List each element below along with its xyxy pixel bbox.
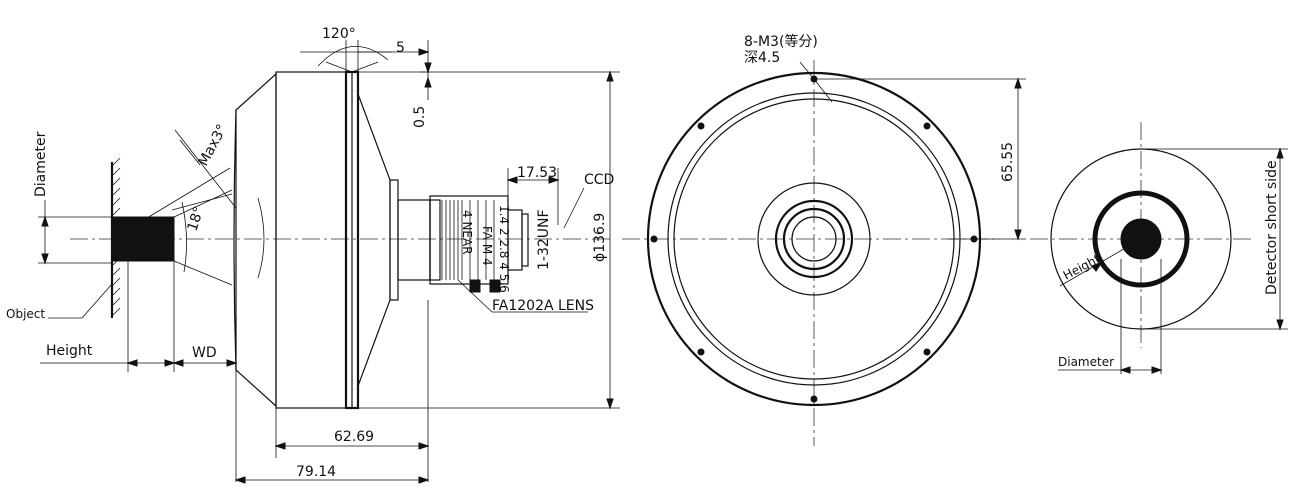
thread-label: 1-32UNF [536,209,552,270]
dome-housing [233,70,431,410]
port-aperture [791,216,837,262]
angle-18-label: 18° [185,205,208,234]
dim-17-53: 17.53 [517,165,557,181]
dim-5: 5 [396,40,405,56]
max3-label: Max3° [195,122,230,169]
side-view: Diameter Object Max3° 18° Height WD [6,26,620,484]
wd-label: WD [192,345,217,361]
lens-ring-text-1: 4 NEAR [460,210,474,255]
mounting-holes [650,75,978,403]
detector-short-side: Detector short side [1264,160,1280,295]
diameter-label-right: Diameter [1058,355,1114,369]
dim-79-14: 79.14 [296,464,336,480]
front-view: 8-M3(等分) 深4.5 65.55 [622,33,1026,446]
diameter-label-left: Diameter [33,131,49,197]
height-label-right: Height [1061,252,1103,283]
dim-62-69: 62.69 [334,429,374,445]
ccd-label: CCD [584,172,614,188]
holes-spec: 8-M3(等分) [744,33,818,50]
lens-ring-text-2: FA M 4 [480,226,494,266]
port-ring-1 [774,199,854,279]
port-ring-2 [782,207,846,271]
port-ring-outer [757,182,871,296]
angle-120: 120° [322,26,356,42]
object-sample [111,216,175,262]
phi-136-9: ϕ136.9 [592,213,608,262]
fov-detail: Detector short side Height Diameter [1030,122,1288,374]
holes-depth: 深4.5 [744,50,780,66]
dim-65-55: 65.55 [1000,142,1016,182]
fa-lens: 4 NEAR FA M 4 1.4 2 2.8 4 5.6 [429,195,529,293]
dim-0-5: 0.5 [412,106,428,128]
field-ring [1092,190,1190,288]
lens-model-label: FA1202A LENS [492,298,594,314]
object-label: Object [6,307,45,321]
height-label-left: Height [46,343,93,359]
